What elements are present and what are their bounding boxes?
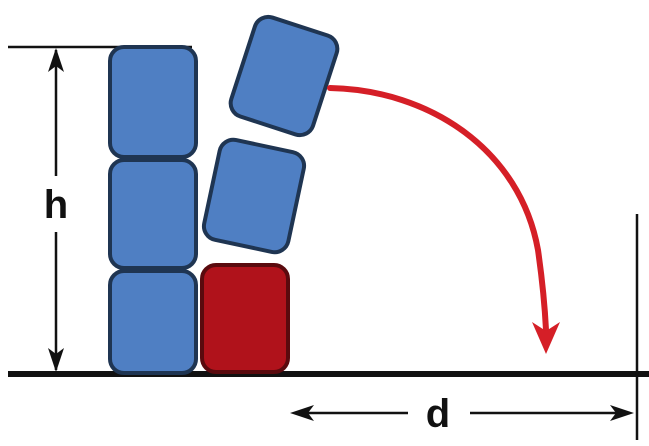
fall-trajectory-arrowhead [532, 322, 560, 354]
falling-blocks [201, 14, 340, 255]
stacked-block-middle [108, 158, 198, 270]
height-arrowhead-bottom [48, 348, 64, 372]
distance-arrowhead-right [610, 405, 634, 421]
fall-trajectory-arrow [327, 85, 549, 333]
stacked-blocks-column [108, 45, 198, 375]
distance-arrowhead-left [290, 405, 314, 421]
stacked-block-top [108, 45, 198, 159]
falling-block-upper [228, 14, 340, 138]
height-arrowhead-top [48, 48, 64, 72]
stacked-block-bottom [108, 269, 198, 375]
falling-block-lower [201, 137, 307, 255]
red-block [200, 263, 290, 374]
distance-label: d [426, 392, 450, 436]
height-label: h [44, 183, 68, 227]
height-label-background [36, 176, 76, 232]
